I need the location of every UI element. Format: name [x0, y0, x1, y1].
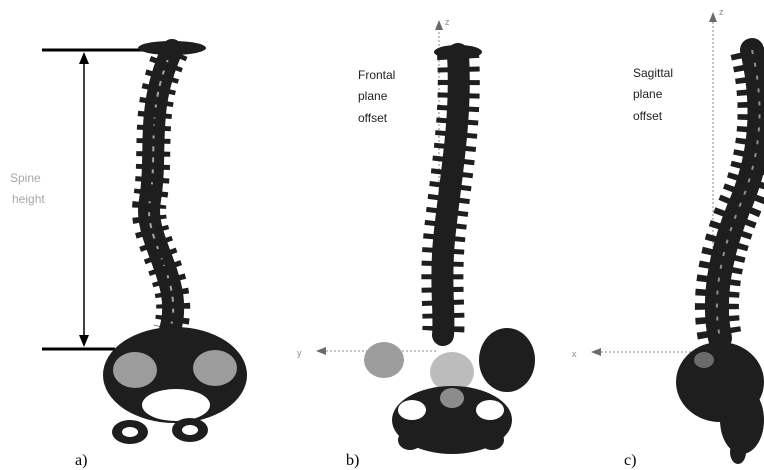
x-axis-label-c: x [572, 349, 577, 359]
caption-c: c) [624, 452, 636, 469]
caption-b: b) [346, 452, 359, 469]
z-axis-label-b: z [445, 17, 450, 27]
y-axis-label-b: y [297, 348, 302, 358]
caption-a: a) [75, 452, 87, 469]
z-axis-label-c: z [719, 7, 724, 17]
